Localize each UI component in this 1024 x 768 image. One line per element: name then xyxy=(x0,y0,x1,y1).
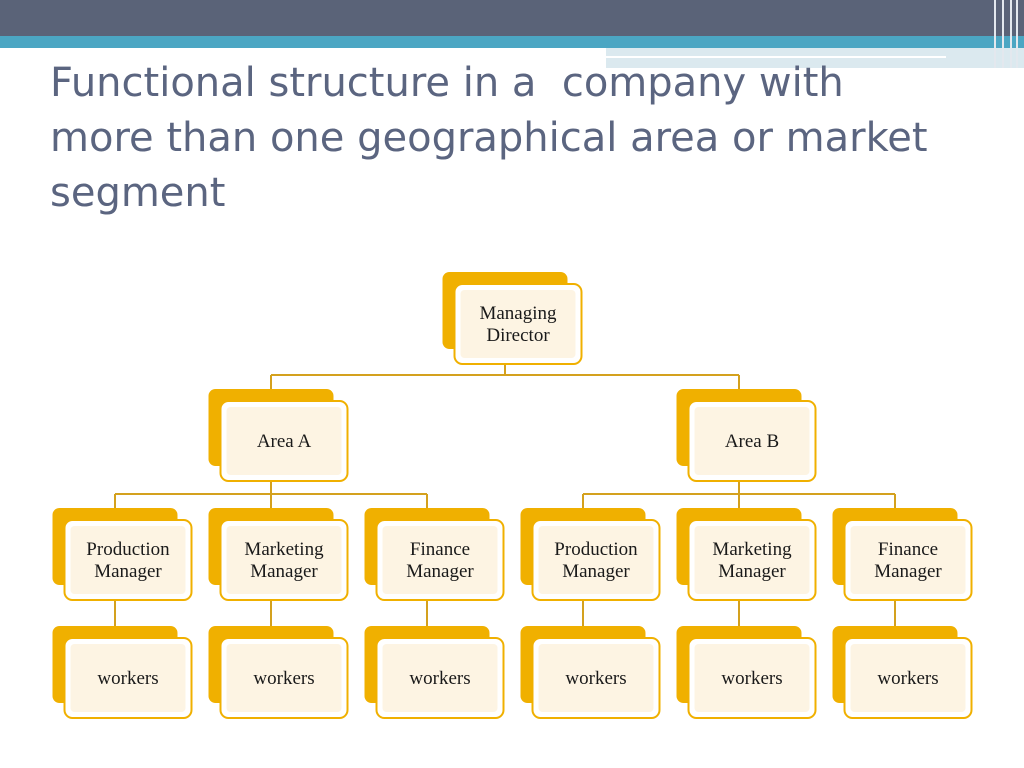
node-label: Production xyxy=(86,539,170,560)
node-label: Manager xyxy=(718,561,786,582)
node-face xyxy=(226,526,342,594)
node-label: workers xyxy=(721,668,782,689)
node-label: workers xyxy=(565,668,626,689)
node-face xyxy=(694,407,810,475)
node-face xyxy=(460,290,576,358)
org-node: Area A xyxy=(208,389,349,482)
node-face xyxy=(226,644,342,712)
corner-line xyxy=(1010,0,1012,68)
node-label: Director xyxy=(486,325,550,346)
org-node: workers xyxy=(52,626,193,719)
node-label: Area A xyxy=(257,431,312,452)
node-face xyxy=(694,644,810,712)
node-label: workers xyxy=(409,668,470,689)
node-label: workers xyxy=(877,668,938,689)
org-node: Area B xyxy=(676,389,817,482)
header-light-line xyxy=(606,56,946,58)
node-label: Manager xyxy=(406,561,474,582)
header-accent-stripe xyxy=(0,36,1024,48)
org-node: workers xyxy=(676,626,817,719)
node-face xyxy=(850,644,966,712)
node-label: Manager xyxy=(250,561,318,582)
org-node: workers xyxy=(520,626,661,719)
org-node: workers xyxy=(832,626,973,719)
org-node: workers xyxy=(208,626,349,719)
node-face xyxy=(538,526,654,594)
node-label: Area B xyxy=(725,431,779,452)
node-face xyxy=(382,644,498,712)
node-face xyxy=(850,526,966,594)
node-label: Manager xyxy=(874,561,942,582)
node-face xyxy=(70,644,186,712)
node-label: Marketing xyxy=(244,539,324,560)
node-label: Managing xyxy=(479,303,557,324)
node-label: Marketing xyxy=(712,539,792,560)
node-label: workers xyxy=(253,668,314,689)
node-face xyxy=(226,407,342,475)
node-label: Manager xyxy=(562,561,630,582)
node-face xyxy=(70,526,186,594)
corner-line xyxy=(1016,0,1018,68)
slide-title: Functional structure in a company with m… xyxy=(50,60,928,216)
org-chart-connectors xyxy=(114,364,896,626)
header-light-strip xyxy=(606,48,1024,68)
node-label: workers xyxy=(97,668,158,689)
org-node: workers xyxy=(364,626,505,719)
node-label: Manager xyxy=(94,561,162,582)
header-bar xyxy=(0,0,1024,36)
corner-line xyxy=(1002,0,1004,68)
node-face xyxy=(694,526,810,594)
node-label: Production xyxy=(554,539,638,560)
node-label: Finance xyxy=(878,539,938,560)
node-face xyxy=(382,526,498,594)
node-label: Finance xyxy=(410,539,470,560)
corner-line xyxy=(994,0,996,68)
node-face xyxy=(538,644,654,712)
